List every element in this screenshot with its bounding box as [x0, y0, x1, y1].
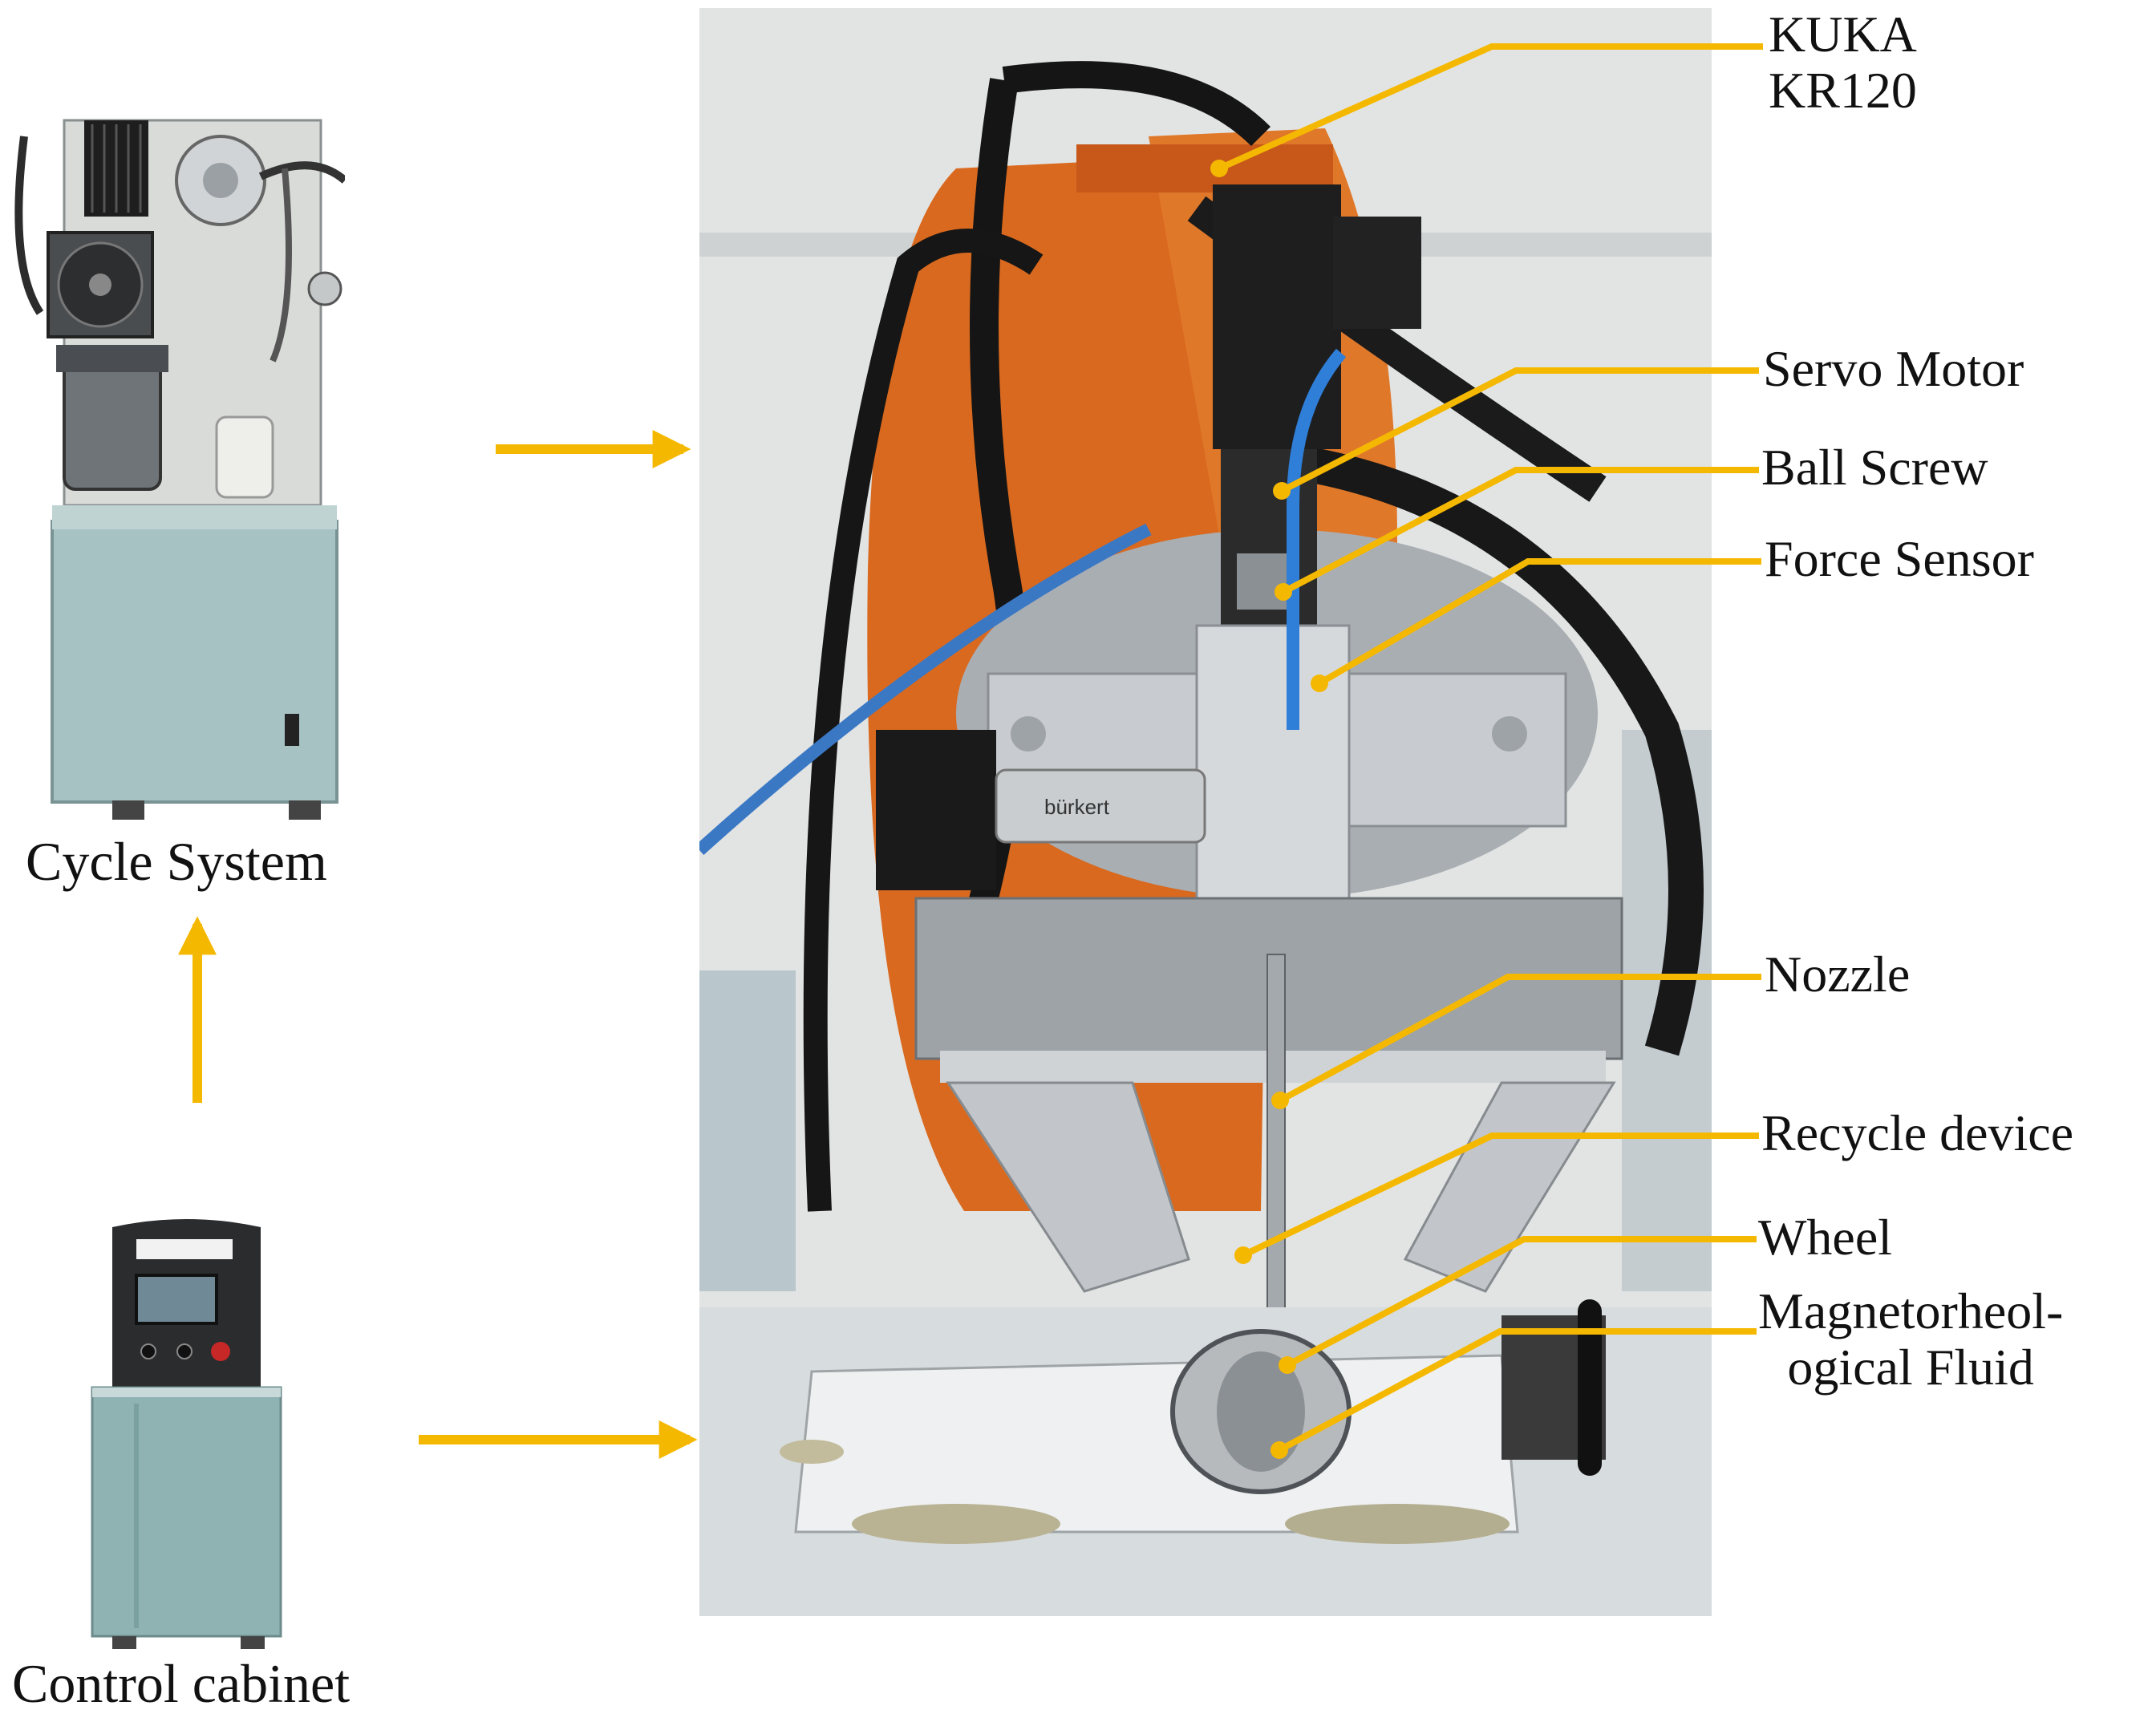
leader-servo-motor [1280, 367, 1759, 494]
sensor-brand-text: bürkert [1044, 795, 1110, 819]
leader-wheel [1286, 1236, 1757, 1368]
label-kuka: KUKA KR120 [1769, 6, 1917, 120]
label-kuka-line2: KR120 [1769, 62, 1917, 120]
label-mr-fluid-line2: ogical Fluid [1787, 1339, 2034, 1396]
label-wheel: Wheel [1758, 1209, 1892, 1266]
leader-nozzle [1279, 974, 1761, 1104]
control-cabinet-caption: Control cabinet [12, 1653, 351, 1714]
label-kuka-line1: KUKA [1769, 6, 1917, 63]
label-servo-motor: Servo Motor [1763, 340, 2024, 397]
label-mr-fluid-line1: Magnetorheol- [1758, 1282, 2064, 1339]
label-nozzle: Nozzle [1765, 946, 1911, 1003]
control-cabinet-photo [88, 1211, 285, 1652]
leader-recycle-device [1242, 1132, 1759, 1258]
robot-setup-photo: bürkert [699, 8, 1712, 1616]
leader-ball-screw [1282, 467, 1759, 595]
cycle-system-caption: Cycle System [26, 831, 327, 892]
label-mr-fluid: Magnetorheol- ogical Fluid [1758, 1282, 2064, 1396]
label-recycle-device: Recycle device [1761, 1104, 2074, 1161]
leader-force-sensor [1317, 558, 1761, 687]
label-force-sensor: Force Sensor [1765, 530, 2034, 587]
leader-mr-fluid [1278, 1328, 1757, 1453]
cycle-system-photo [8, 104, 345, 826]
leader-kuka [1218, 43, 1763, 172]
label-ball-screw: Ball Screw [1761, 439, 1988, 496]
